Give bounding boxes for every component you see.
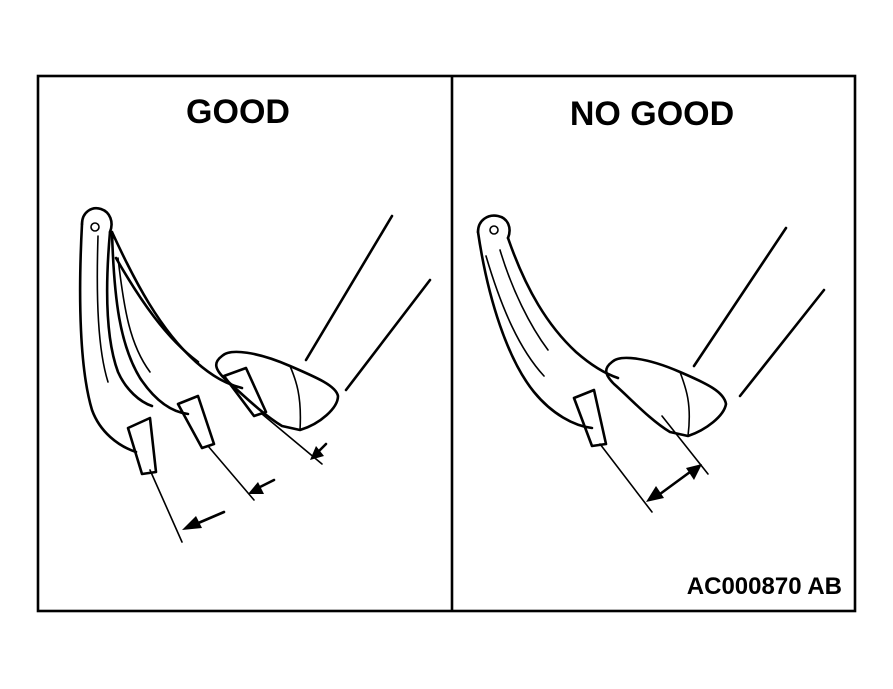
good-arrow-middle <box>248 478 276 494</box>
no-good-double-arrow <box>646 464 702 502</box>
good-foot <box>214 214 432 432</box>
figure-code: AC000870 AB <box>687 573 842 600</box>
no-good-pedal-pivot <box>476 214 511 240</box>
good-pedal-illustration <box>78 206 432 543</box>
good-pedal-arm-depressed <box>110 230 268 418</box>
no-good-foot <box>604 226 826 438</box>
panel-title-good: GOOD <box>186 93 290 131</box>
figure-frame <box>36 74 857 613</box>
good-pedal-arm-middle <box>110 230 216 450</box>
no-good-pedal-arm <box>476 230 620 448</box>
no-good-extension-lines <box>599 415 709 513</box>
good-extension-lines <box>149 413 323 543</box>
good-arrow-near <box>310 442 328 460</box>
panel-title-no-good: NO GOOD <box>570 95 734 133</box>
good-pedal-arm-rest <box>78 222 158 476</box>
good-arrow-far <box>182 510 226 530</box>
no-good-pedal-illustration <box>476 214 826 513</box>
good-pedal-pivot <box>80 206 113 234</box>
